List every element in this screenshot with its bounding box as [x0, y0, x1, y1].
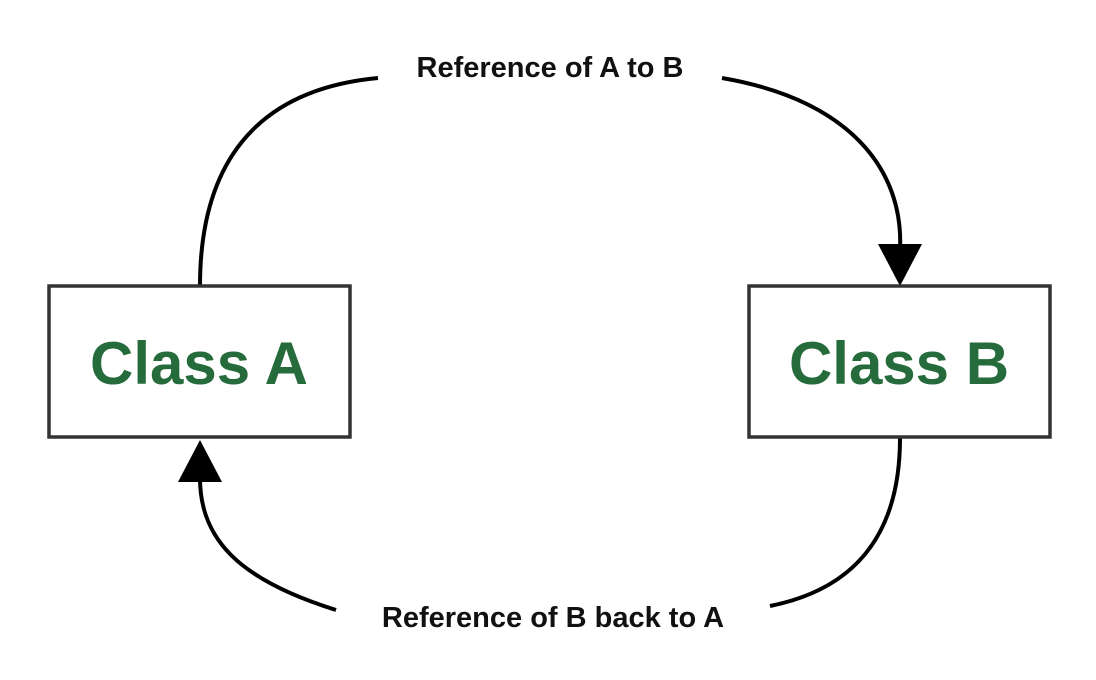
edge-a-to-b-continuation	[721, 76, 903, 251]
arrowhead-into-class-a	[178, 440, 222, 482]
edge-b-to-a	[769, 437, 902, 608]
edge-label-b-to-a: Reference of B back to A	[382, 602, 724, 634]
class-a-label: Class A	[90, 330, 308, 397]
class-b-label: Class B	[789, 330, 1009, 397]
edge-label-a-to-b: Reference of A to B	[417, 52, 684, 84]
arrowhead-into-class-b	[878, 244, 922, 286]
edge-b-to-a-continuation	[198, 477, 337, 612]
class-a-box	[47, 284, 352, 439]
class-b-box	[747, 284, 1052, 439]
edge-a-to-b	[198, 76, 379, 287]
